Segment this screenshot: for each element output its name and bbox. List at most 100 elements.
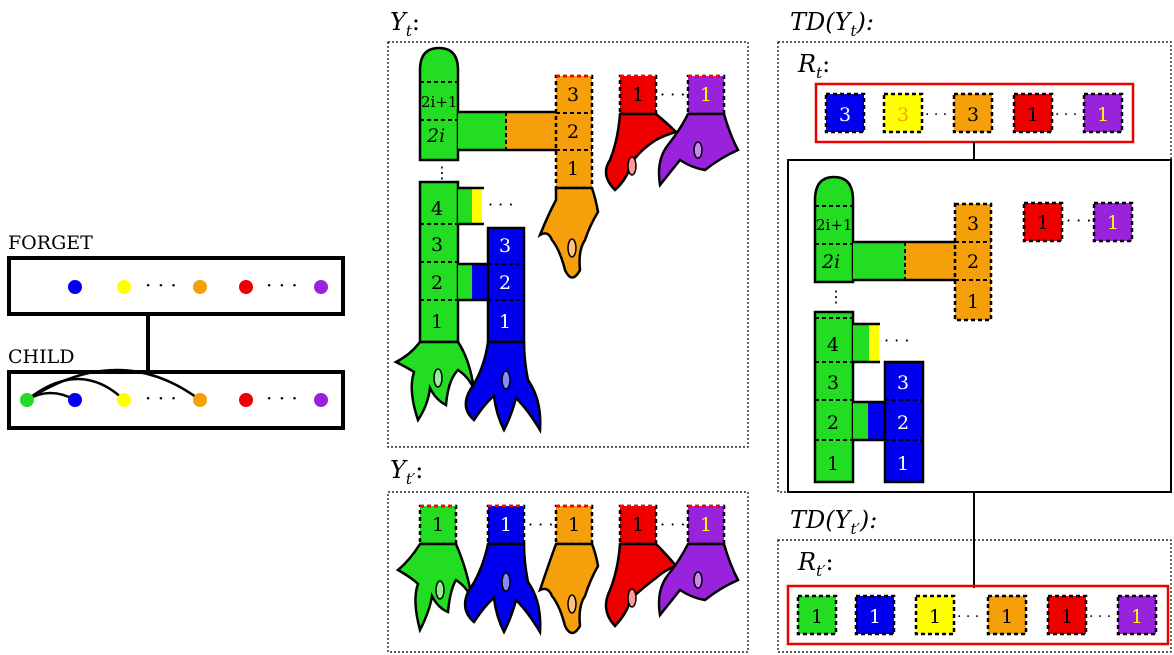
- td-orange-bridge: [905, 242, 955, 280]
- forget-ellipsis-2: · · ·: [266, 273, 298, 297]
- rtp-cells-label-orange: 1: [1001, 606, 1013, 628]
- blue-label-2: 2: [499, 272, 511, 294]
- child-ellipsis-1: · · ·: [145, 386, 177, 410]
- blue-label-3: 3: [499, 235, 511, 257]
- purple-label-1: 1: [700, 84, 712, 106]
- forget-label: FORGET: [8, 232, 93, 254]
- green-label-4: 4: [431, 198, 443, 220]
- forget-dot-orange: [193, 280, 207, 294]
- forget-dot-yellow: [117, 280, 131, 294]
- td-label-2i+1: 2i+1: [816, 216, 852, 234]
- td-green-bridge: [853, 242, 905, 280]
- orange-label-3: 3: [567, 84, 579, 106]
- root-spot: [567, 238, 577, 258]
- td-yellow-stub: [869, 324, 879, 362]
- orange-label-1: 1: [567, 158, 579, 180]
- orange-column: [554, 74, 594, 190]
- yt-box: [387, 41, 749, 448]
- child-node: [7, 370, 345, 430]
- rtp-cells-cell-red: [1046, 594, 1088, 636]
- rtp-cells-label-green: 1: [811, 606, 823, 628]
- orange-label-2: 2: [567, 121, 579, 143]
- forget-dot-red: [239, 280, 253, 294]
- root-spot: [627, 156, 637, 176]
- td-vdots: ⋮: [828, 287, 844, 306]
- td-blue-1: 1: [897, 453, 909, 475]
- root-spot: [501, 370, 511, 390]
- rt-cells-cell-red: [1012, 92, 1054, 134]
- ytp-green-hand: 1: [395, 504, 474, 634]
- td-green-1: 1: [827, 453, 839, 475]
- child-dot-orange: [193, 393, 207, 407]
- yt-title: Yt:: [390, 8, 420, 40]
- blue-bridge: [472, 264, 488, 300]
- rt-cells-label-red: 1: [1027, 104, 1039, 126]
- rt-cells-label-yellow: 3: [897, 104, 909, 126]
- rt-cells-ellipsis: · · ·: [1055, 107, 1077, 123]
- td-ytp-box: [777, 539, 1172, 653]
- rtp-cells-cell-purple: [1116, 594, 1158, 636]
- td-blue-bridge: [868, 402, 885, 440]
- rt-cells-cell-yellow: [882, 92, 924, 134]
- rtp-cells-label-red: 1: [1061, 606, 1073, 628]
- td-green-3: 3: [827, 372, 839, 394]
- ytp-green-label: 1: [432, 514, 444, 536]
- root-spot: [433, 368, 443, 388]
- nice-decomposition: FORGET CHILD · · · · · · · · · · · ·: [7, 232, 345, 430]
- td-green-upper: [813, 175, 855, 284]
- rtp-cells-ellipsis: · · ·: [1089, 609, 1111, 625]
- td-child-bag: [787, 159, 1172, 493]
- rtp-cells-label-blue: 1: [869, 606, 881, 628]
- child-dot-green: [20, 393, 34, 407]
- ytp-red-label: 1: [632, 514, 644, 536]
- rtp-cells: 1 1 1 1 1 1 · · · · · ·: [796, 594, 1158, 636]
- yellow-stub: [472, 188, 482, 224]
- ytp-ellipsis-1: · · ·: [528, 515, 553, 534]
- forget-node: [7, 256, 345, 316]
- red-purple-ellipsis: · · ·: [660, 85, 685, 104]
- td-ytp-panel: TD(Yt′): Rt′: 1 1 1 1 1 1 · · · · · ·: [777, 506, 1172, 653]
- blue-label-1: 1: [499, 311, 511, 333]
- rtp-cells-ellipsis: · · ·: [957, 609, 979, 625]
- rt-cells-label-blue: 3: [839, 104, 851, 126]
- rt-cells-cell-purple: [1082, 92, 1124, 134]
- ytp-blue-hand: 1: [463, 504, 542, 637]
- ytp-purple-hand: 1: [657, 504, 740, 618]
- td-ellipsis: · · ·: [1066, 211, 1091, 230]
- forget-dot-blue: [68, 280, 82, 294]
- blue-column: [486, 226, 526, 344]
- child-label: CHILD: [8, 346, 74, 368]
- ytp-orange-hand: 1: [537, 504, 600, 635]
- rt-cells-cell-orange: [952, 92, 994, 134]
- rtp-title: Rt′:: [797, 548, 834, 580]
- label-2i: 2i: [426, 125, 445, 147]
- td-blue-2: 2: [897, 412, 909, 434]
- child-edge-3: [26, 368, 201, 402]
- rtp-cells-label-yellow: 1: [929, 606, 941, 628]
- forget-ellipsis-1: · · ·: [145, 273, 177, 297]
- red-label-1: 1: [632, 84, 644, 106]
- root-spot: [693, 141, 703, 159]
- td-blue-column: [883, 360, 925, 484]
- label-2i+1: 2i+1: [421, 93, 457, 111]
- child-dot-blue: [68, 393, 82, 407]
- forget-dot-purple: [314, 280, 328, 294]
- rtp-cells-cell-yellow: [914, 594, 956, 636]
- td-green-lower: [813, 310, 855, 484]
- green-label-3: 3: [431, 234, 443, 256]
- td-green-2: 2: [827, 412, 839, 434]
- td-orange-column: [953, 202, 993, 322]
- green-bridge: [458, 112, 506, 150]
- rtp-cells-label-purple: 1: [1131, 606, 1143, 628]
- rtp-cells-cell-orange: [986, 594, 1028, 636]
- td-ytp-title: TD(Yt′):: [790, 506, 877, 538]
- child-dot-red: [239, 393, 253, 407]
- yt-panel: Yt: 2i+1 2i 3 2 1 1 · · · 1: [387, 8, 749, 448]
- child-dot-purple: [314, 393, 328, 407]
- rt-cells-cell-blue: [824, 92, 866, 134]
- green-label-1: 1: [431, 311, 443, 333]
- green-label-2: 2: [431, 272, 443, 294]
- rtp-cells-cell-green: [796, 594, 838, 636]
